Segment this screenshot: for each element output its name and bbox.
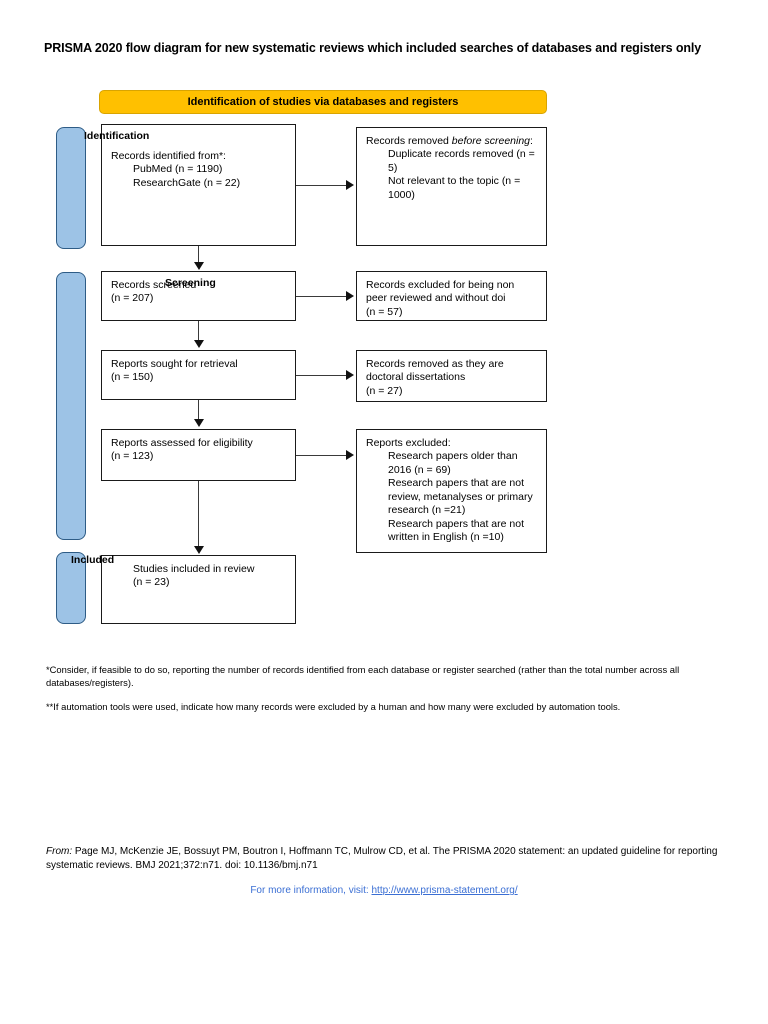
reports-excluded-item-not-english: Research papers that are not written in … (388, 517, 524, 544)
arrow-sought-to-assessed (198, 400, 200, 421)
footnote-consider: *Consider, if feasible to do so, reporti… (46, 664, 680, 689)
stage-label-screening: Screening (165, 277, 216, 289)
records-screened-line1: Records screened (111, 279, 197, 291)
box-studies-included: Studies included in review (n = 23) (101, 555, 296, 624)
box-records-removed-dissertations: Records removed as they are doctoral dis… (356, 350, 547, 402)
box-records-screened: Records screened (n = 207) (101, 271, 296, 321)
reports-assessed-line2: (n = 123) (111, 450, 154, 463)
box-reports-excluded: Reports excluded: Research papers older … (356, 429, 547, 553)
box-records-removed-before-screening: Records removed before screening: Duplic… (356, 127, 547, 246)
records-identified-item-researchgate: ResearchGate (n = 22) (133, 176, 241, 189)
citation: From: Page MJ, McKenzie JE, Bossuyt PM, … (46, 845, 722, 873)
arrow-screened-to-sought-head-icon (194, 340, 204, 348)
citation-from-label: From: (46, 846, 73, 857)
reports-sought-line1: Reports sought for retrieval (111, 358, 238, 370)
arrow-sought-to-assessed-head-icon (194, 419, 204, 427)
records-removed-heading-pre: Records removed (366, 135, 452, 147)
records-excluded-non-peer-line1: Records excluded for being non peer revi… (366, 279, 515, 305)
arrow-assessed-to-excluded-head-icon (346, 450, 354, 460)
arrow-screened-to-excluded-head-icon (346, 291, 354, 301)
more-info-line: For more information, visit: http://www.… (0, 885, 768, 896)
stage-bar-identification (56, 127, 86, 249)
stage-label-identification: Identification (84, 130, 150, 142)
arrow-sought-to-removed-head-icon (346, 370, 354, 380)
stage-bar-screening (56, 272, 86, 540)
box-reports-assessed: Reports assessed for eligibility (n = 12… (101, 429, 296, 481)
reports-excluded-heading: Reports excluded: (366, 437, 451, 449)
records-excluded-non-peer-line2: (n = 57) (366, 305, 403, 318)
records-identified-heading: Records identified from*: (111, 150, 226, 162)
footnote-automation: **If automation tools were used, indicat… (46, 701, 621, 712)
records-removed-dissertations-line1: Records removed as they are doctoral dis… (366, 358, 504, 384)
arrow-screened-to-sought (198, 321, 200, 342)
arrow-identified-to-screened-head-icon (194, 262, 204, 270)
records-screened-line2: (n = 207) (111, 292, 154, 305)
prisma-statement-link[interactable]: http://www.prisma-statement.org/ (371, 885, 518, 896)
reports-excluded-item-older: Research papers older than 2016 (n = 69) (388, 450, 518, 476)
box-records-excluded-non-peer: Records excluded for being non peer revi… (356, 271, 547, 321)
arrow-screened-to-excluded (296, 296, 348, 298)
page-title: PRISMA 2020 flow diagram for new systema… (44, 41, 702, 55)
studies-included-line2: (n = 23) (133, 576, 170, 589)
reports-assessed-line1: Reports assessed for eligibility (111, 437, 253, 449)
box-records-identified: Records identified from*: PubMed (n = 11… (101, 124, 296, 246)
reports-excluded-item-not-review: Research papers that are not review, met… (388, 477, 533, 517)
arrow-assessed-to-included (198, 481, 200, 548)
citation-text: Page MJ, McKenzie JE, Bossuyt PM, Boutro… (46, 846, 718, 872)
arrow-identified-to-removed-head-icon (346, 180, 354, 190)
identification-banner-label: Identification of studies via databases … (187, 96, 459, 108)
stage-bar-included (56, 552, 86, 624)
stage-label-included: Included (71, 554, 115, 566)
reports-sought-line2: (n = 150) (111, 371, 154, 384)
records-removed-item-not-relevant: Not relevant to the topic (n = 1000) (388, 175, 521, 201)
arrow-identified-to-screened (198, 246, 200, 264)
arrow-sought-to-removed (296, 375, 348, 377)
box-reports-sought: Reports sought for retrieval (n = 150) (101, 350, 296, 400)
records-removed-item-duplicates: Duplicate records removed (n = 5) (388, 148, 535, 174)
arrow-identified-to-removed (296, 185, 348, 187)
more-info-prefix: For more information, visit: (250, 885, 372, 896)
identification-banner: Identification of studies via databases … (99, 90, 547, 114)
arrow-assessed-to-excluded (296, 455, 348, 457)
records-removed-heading-italic: before screening (451, 135, 531, 147)
records-identified-item-pubmed: PubMed (n = 1190) (133, 163, 223, 176)
records-removed-dissertations-line2: (n = 27) (366, 384, 403, 397)
studies-included-line1: Studies included in review (133, 563, 255, 575)
records-removed-heading-post: : (530, 135, 533, 147)
arrow-assessed-to-included-head-icon (194, 546, 204, 554)
